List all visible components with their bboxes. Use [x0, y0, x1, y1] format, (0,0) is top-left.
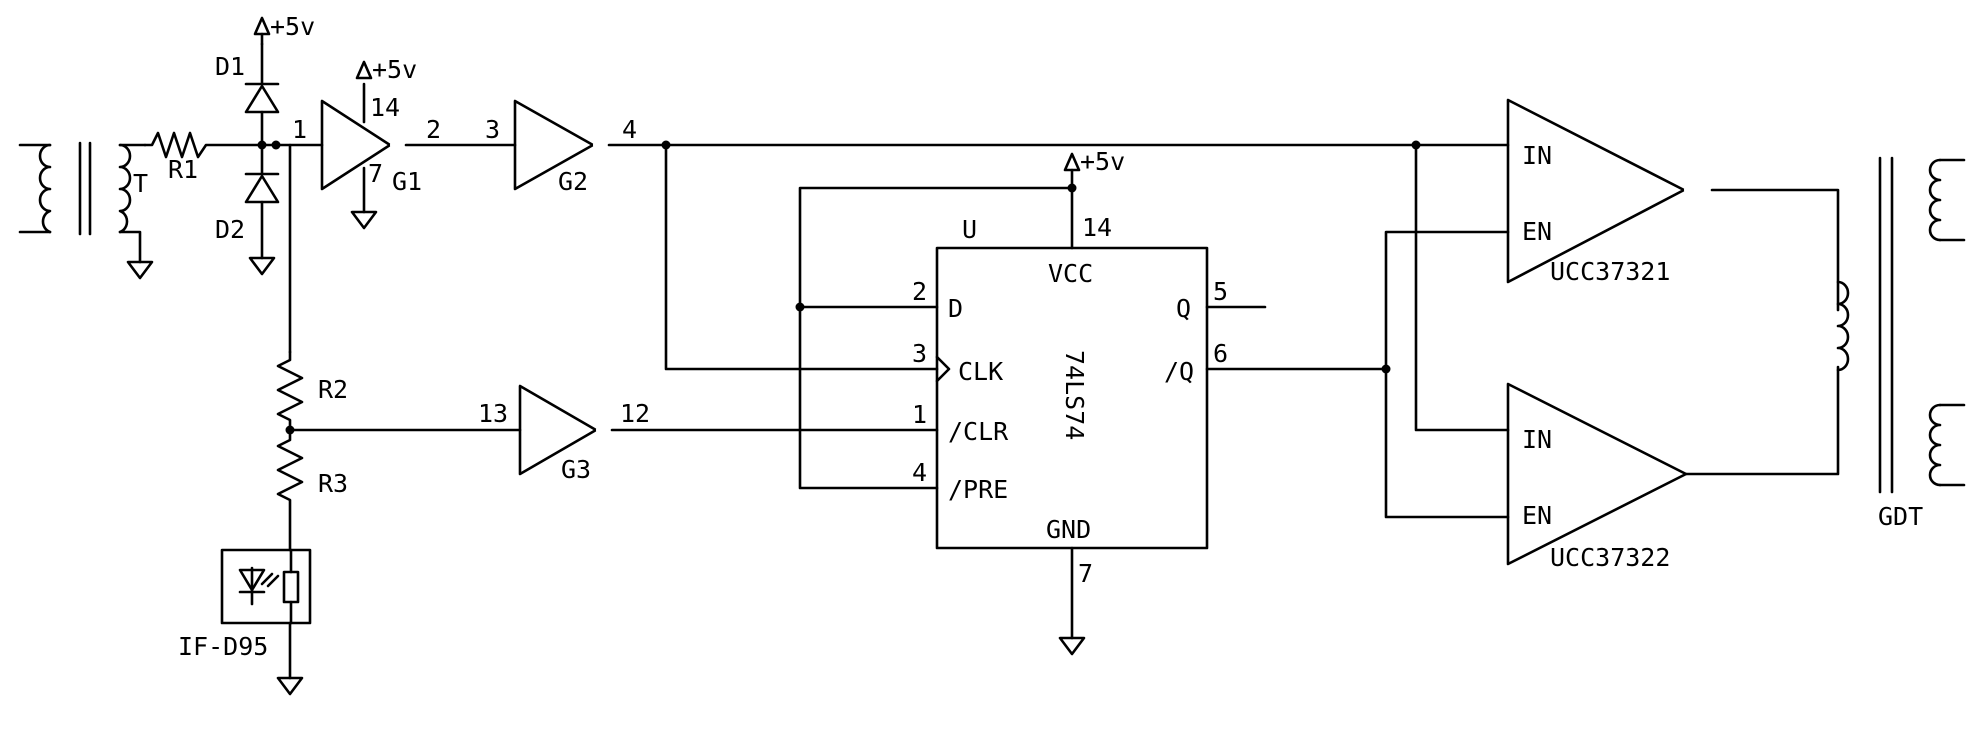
pin-g3-in: 13: [478, 399, 508, 428]
diode-d2: [244, 143, 280, 260]
driver-ucc37321: [1506, 98, 1686, 284]
resistor-r3: [276, 428, 304, 552]
pin-u-gnd: 7: [1078, 559, 1093, 588]
transformer-t: [18, 141, 147, 264]
clock-triangle: [935, 355, 951, 383]
transformer-gdt-label: GDT: [1878, 502, 1923, 531]
transformer-t-label: T: [133, 169, 148, 198]
pin-u-q: 5: [1213, 277, 1228, 306]
vcc-d1-label: +5v: [270, 12, 315, 41]
pin-u-vcc: 14: [1082, 213, 1112, 242]
resistor-r1-label: R1: [168, 155, 198, 184]
vcc-arrow-g1: [355, 60, 373, 80]
pin-name-gnd: GND: [1046, 515, 1091, 544]
pin-node3: 3: [485, 115, 500, 144]
driver-ucc37322-label: UCC37322: [1550, 543, 1670, 572]
gate-g3: [518, 384, 598, 476]
chip-part-number: 74LS74: [1060, 350, 1089, 440]
gate-g3-bubble: [596, 422, 612, 438]
wire-drv1-en: [1384, 230, 1510, 371]
pin-name-drv2-in: IN: [1522, 425, 1552, 454]
driver-ucc37321-bubble: [1684, 176, 1712, 204]
ground-symbol-d2: [248, 256, 276, 276]
wire-drv1-out: [1710, 188, 1840, 312]
ground-symbol-sensor: [276, 676, 304, 696]
wire-drv2-in: [1414, 143, 1510, 432]
pin-node4: 4: [622, 115, 637, 144]
diode-d2-label: D2: [215, 215, 245, 244]
diode-d1: [244, 42, 280, 147]
gate-g2-bubble: [593, 137, 609, 153]
diode-d1-label: D1: [215, 52, 245, 81]
pin-name-clk: CLK: [958, 357, 1003, 386]
pin-u-clr: 1: [912, 400, 927, 429]
gate-g2-label: G2: [558, 167, 588, 196]
resistor-r3-label: R3: [318, 469, 348, 498]
resistor-r1: [143, 131, 264, 159]
wire-vcc-tie: [798, 186, 1074, 490]
wire-drv2-out: [1684, 365, 1840, 476]
pin-node1: 1: [292, 115, 307, 144]
pin-name-drv1-en: EN: [1522, 217, 1552, 246]
pin-name-pre: /PRE: [948, 475, 1008, 504]
vcc-arrow-u: [1063, 152, 1081, 172]
pin-name-d: D: [948, 294, 963, 323]
ground-symbol-g1: [350, 210, 378, 230]
pin-name-vcc: VCC: [1048, 259, 1093, 288]
chip-designator: U: [962, 215, 977, 244]
driver-ucc37321-label: UCC37321: [1550, 257, 1670, 286]
sensor-if-d95: [220, 548, 312, 625]
gate-g3-label: G3: [561, 455, 591, 484]
pin-g3-out: 12: [620, 399, 650, 428]
sensor-label: IF-D95: [178, 632, 268, 661]
vcc-u-label: +5v: [1080, 147, 1125, 176]
pin-name-q: Q: [1176, 294, 1191, 323]
pin-u-clk: 3: [912, 339, 927, 368]
resistor-r2: [276, 350, 304, 432]
ground-symbol-t: [126, 260, 154, 280]
pin-g1-gnd: 7: [368, 159, 383, 188]
pin-u-pre: 4: [912, 458, 927, 487]
driver-ucc37322: [1506, 382, 1688, 566]
transformer-gdt: [1836, 156, 1966, 494]
vcc-g1-label: +5v: [372, 55, 417, 84]
pin-g1-vcc: 14: [370, 93, 400, 122]
pin-node2: 2: [426, 115, 441, 144]
pin-name-drv1-in: IN: [1522, 141, 1552, 170]
gate-g2: [513, 99, 595, 191]
gate-g1-bubble: [390, 137, 406, 153]
pin-u-nq: 6: [1213, 339, 1228, 368]
pin-name-drv2-en: EN: [1522, 501, 1552, 530]
wire-drv2-en: [1384, 367, 1510, 519]
gate-g1-label: G1: [392, 167, 422, 196]
pin-name-clr: /CLR: [948, 417, 1009, 446]
pin-name-nq: /Q: [1164, 357, 1194, 386]
resistor-r2-label: R2: [318, 375, 348, 404]
wire-clk: [664, 143, 939, 371]
ground-symbol-u: [1058, 636, 1086, 656]
pin-u-d: 2: [912, 277, 927, 306]
gate-g1: [320, 99, 392, 191]
vcc-arrow-d1: [253, 16, 271, 46]
